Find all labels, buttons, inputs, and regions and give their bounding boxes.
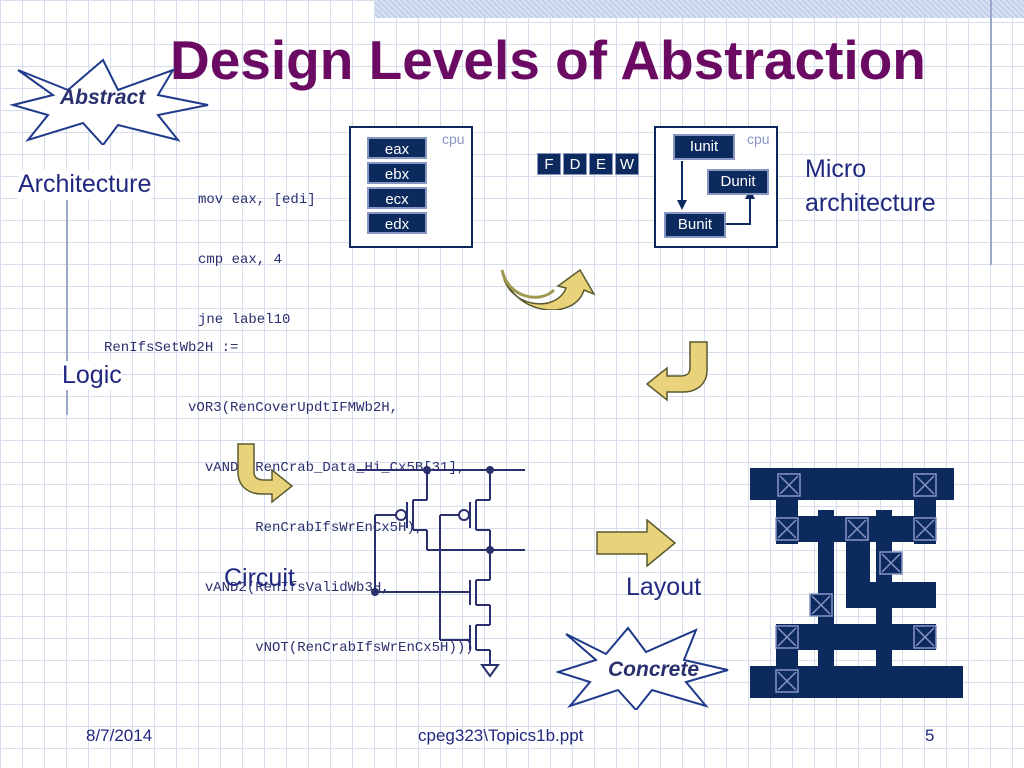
asm-line: mov eax, [edi]	[198, 192, 316, 208]
pipeline-stage-w: W	[615, 153, 639, 175]
register-eax: eax	[367, 137, 427, 159]
cpu-label: cpu	[747, 131, 770, 147]
layout-drawing	[750, 468, 963, 698]
curved-arrow-right-icon	[237, 443, 294, 504]
top-band	[375, 0, 1024, 18]
curved-arrow-left-icon	[645, 341, 708, 402]
circuit-schematic	[357, 466, 525, 678]
concrete-star	[556, 626, 729, 710]
logic-line: RenCrabIfsWrEnCx5H),	[104, 520, 424, 536]
pipeline-stage-e: E	[589, 153, 613, 175]
logic-line: vOR3(RenCoverUpdtIFMWb2H,	[104, 400, 399, 416]
abstract-label: Abstract	[60, 86, 146, 109]
logic-line: RenIfsSetWb2H :=	[104, 340, 239, 356]
register-edx: edx	[367, 212, 427, 234]
micro-label: Micro	[805, 155, 867, 183]
circuit-label: Circuit	[224, 564, 295, 592]
pipeline-stage-d: D	[563, 153, 587, 175]
logic-label: Logic	[62, 361, 122, 390]
left-rule	[66, 200, 68, 415]
micro-architecture-label: architecture	[805, 189, 936, 217]
iunit-block: Iunit	[673, 134, 735, 160]
register-ebx: ebx	[367, 162, 427, 184]
slide-title: Design Levels of Abstraction	[170, 29, 926, 91]
footer-file: cpeg323\Topics1b.ppt	[418, 726, 584, 745]
layout-label: Layout	[626, 573, 702, 601]
asm-line: jne label10	[198, 312, 291, 328]
footer-date: 8/7/2014	[86, 726, 153, 745]
right-rule	[990, 0, 992, 265]
pipeline-stage-f: F	[537, 153, 561, 175]
cpu-label: cpu	[442, 131, 465, 147]
logic-line: vAND2(RenIfsValidWb3H,	[104, 580, 390, 596]
logic-line: vNOT(RenCrabIfsWrEnCx5H)))	[104, 640, 474, 656]
u-turn-arrow-icon	[500, 268, 596, 310]
arrow-right-icon	[596, 518, 677, 568]
asm-line: cmp eax, 4	[198, 252, 283, 268]
architecture-label: Architecture	[18, 170, 152, 199]
dunit-block: Dunit	[707, 169, 769, 195]
register-ecx: ecx	[367, 187, 427, 209]
bunit-block: Bunit	[664, 212, 726, 238]
asm-code: mov eax, [edi] cmp eax, 4 jne label10	[198, 150, 316, 350]
concrete-label: Concrete	[608, 658, 700, 681]
logic-line: vAND2(RenCrab_Data_Hi_Cx5B[31],	[104, 460, 466, 476]
footer-page-number: 5	[925, 726, 935, 745]
logic-code: RenIfsSetWb2H := vOR3(RenCoverUpdtIFMWb2…	[104, 298, 474, 678]
abstract-star	[9, 58, 209, 145]
